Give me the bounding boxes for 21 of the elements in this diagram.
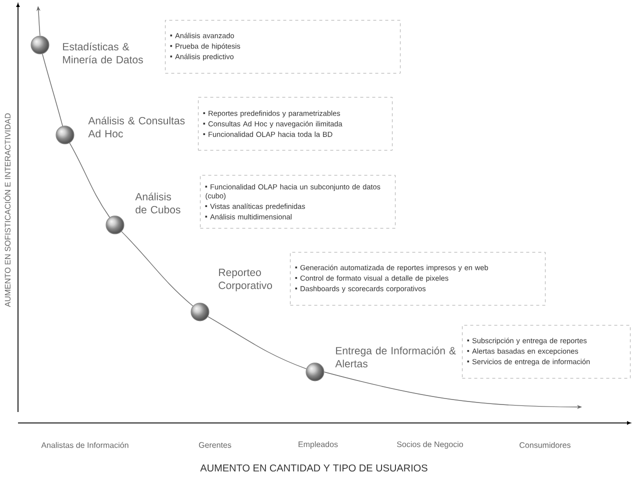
axis-tick-label: Consumidores	[520, 442, 570, 448]
axis-tick-label: Socios de Negocio	[397, 441, 463, 449]
circle-marker	[56, 126, 74, 144]
stage-title: Estadísticas & Minería de Datos	[63, 42, 143, 64]
axis-tick-label: Empleados	[298, 441, 338, 449]
circle-marker	[306, 362, 324, 382]
axis-title: AUMENTO EN SOFISTICACIÓN E INTERACTIVIDAD	[4, 113, 11, 308]
stage-title: Análisis & Consultas Ad Hoc	[88, 116, 185, 138]
axis-title: AUMENTO EN CANTIDAD Y TIPO DE USUARIOS	[200, 464, 428, 472]
curve-line	[69, 142, 110, 218]
curve-line	[42, 54, 63, 126]
circle-marker	[30, 36, 50, 54]
axis-tick-label: Gerentes	[198, 442, 232, 448]
stage-title: Reporteo Corporativo	[218, 268, 272, 292]
curve-line	[208, 316, 307, 370]
stage-title: Entrega de Información & Alertas	[335, 346, 456, 368]
stage-title: Análisis de Cubos	[135, 192, 180, 214]
circle-marker	[190, 302, 210, 322]
curve-line	[121, 231, 194, 306]
axis-tick-label: Analistas de Información	[41, 442, 128, 448]
circle-marker	[106, 216, 124, 234]
